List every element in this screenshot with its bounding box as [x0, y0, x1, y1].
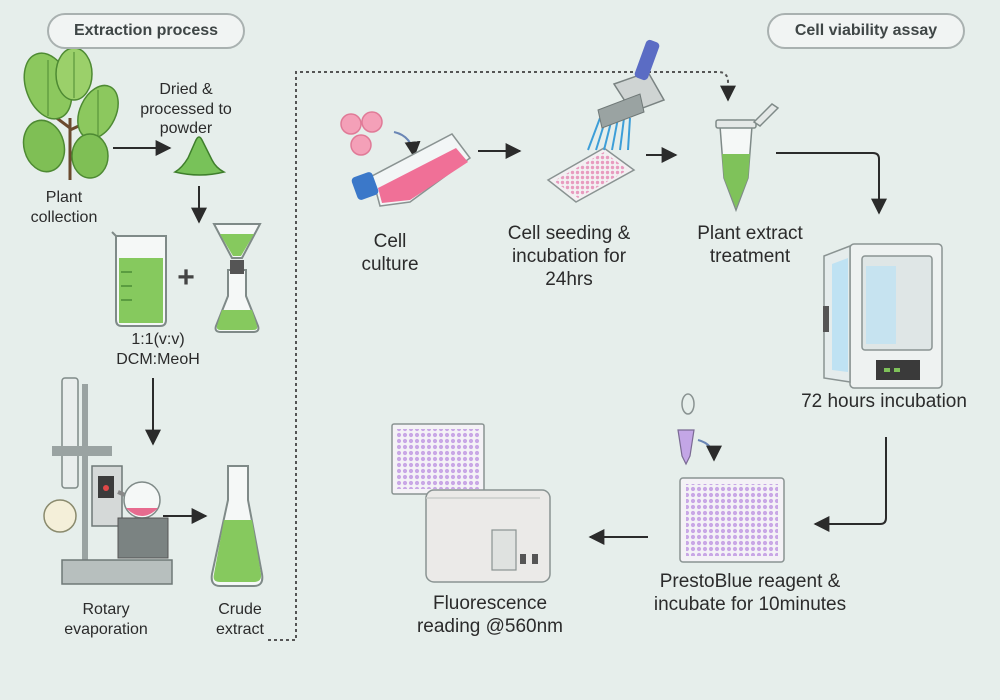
label-cell-seeding: Cell seeding & incubation for 24hrs — [507, 223, 631, 291]
label-72-hours-incubation: 72 hours incubation — [801, 391, 967, 412]
label-solvent-ratio: 1:1(v:v) DCM:MeoH — [116, 331, 200, 368]
label-plant-extract-treatment: Plant extract treatment — [697, 223, 803, 268]
dotted-connector-crude-to-treatment — [268, 71, 736, 641]
rotary-evaporator-icon — [43, 377, 173, 585]
plant-icon — [22, 47, 119, 180]
viability-arrows — [478, 143, 887, 545]
label-cell-culture: Cell culture — [361, 231, 419, 276]
label-dried-powder: Dried & processed to powder — [140, 81, 232, 138]
prestoblue-plate-icon — [677, 393, 785, 563]
label-plant-collection: Plant collection — [30, 189, 98, 226]
label-prestoblue: PrestoBlue reagent & incubate for 10minu… — [653, 571, 847, 616]
section-label-viability: Cell viability assay — [767, 13, 965, 49]
funnel-flask-icon — [212, 223, 262, 333]
beaker-icon — [111, 231, 167, 327]
section-label-extraction: Extraction process — [47, 13, 245, 49]
plate-reader-icon — [391, 423, 551, 583]
plus-icon: + — [177, 261, 195, 294]
label-rotary-evaporation: Rotary evaporation — [64, 601, 148, 638]
extraction-arrows — [113, 140, 208, 524]
cell-culture-icon — [340, 111, 472, 207]
arrow-incubator-to-presto — [813, 437, 887, 532]
treatment-tube-icon — [715, 103, 780, 213]
label-crude-extract: Crude extract — [215, 601, 264, 638]
crude-extract-flask-icon — [210, 465, 264, 587]
arrow-treatment-to-incubator — [776, 152, 887, 215]
pipette-plate-icon — [546, 39, 666, 203]
label-fluorescence-reading: Fluorescence reading @560nm — [416, 593, 564, 638]
incubator-icon — [823, 243, 943, 389]
powder-icon — [172, 136, 227, 176]
